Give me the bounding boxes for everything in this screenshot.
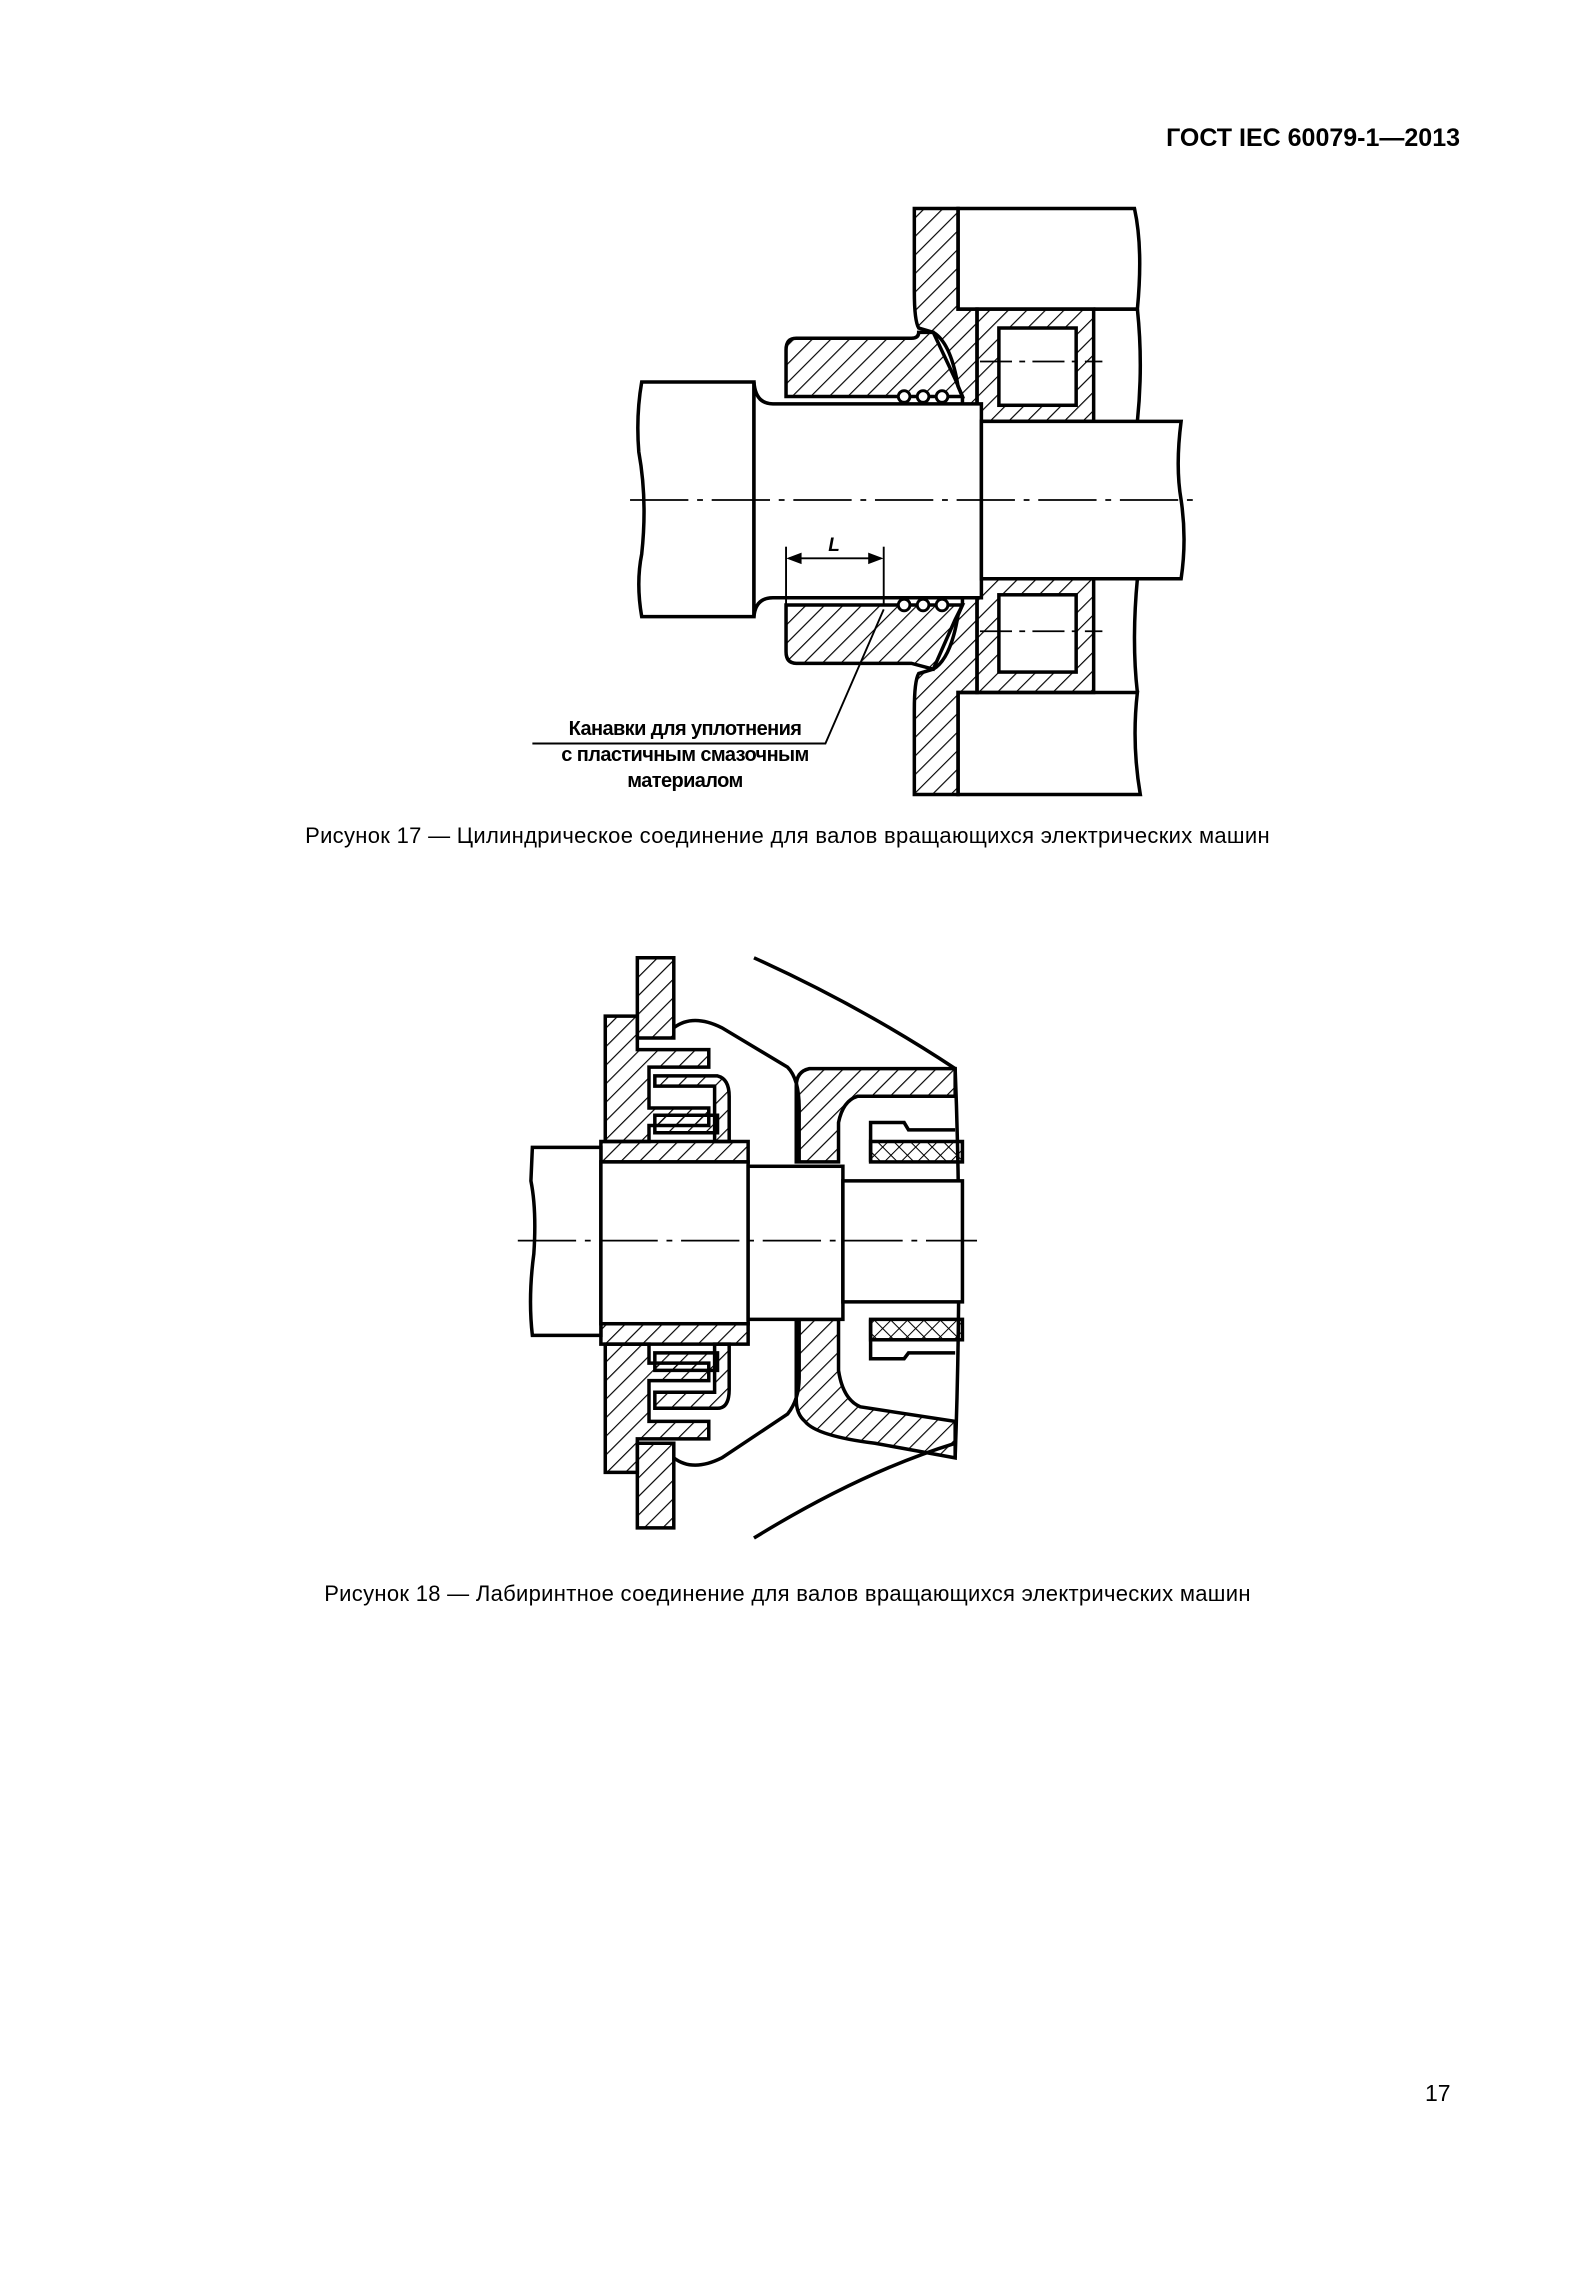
- dimension-L: [785, 546, 885, 606]
- housing-top: [956, 206, 1142, 311]
- labyrinth-inner-upper: [653, 1074, 731, 1144]
- bearing-housing-lower: [794, 1317, 957, 1460]
- callout-leader: [532, 609, 885, 745]
- figure-18-drawing: [517, 956, 978, 1540]
- callout-line-1: Канавки для уплотнения: [568, 718, 802, 740]
- hub-lower: [784, 603, 966, 672]
- sleeve-lower: [599, 1321, 750, 1346]
- callout-line-3: материалом: [627, 770, 743, 792]
- shaft-bushing: [599, 1160, 750, 1326]
- housing-outline-bottom: [753, 1441, 956, 1540]
- seal-lower: [868, 1319, 956, 1361]
- document-header: ГОСТ IEC 60079-1—2013: [1166, 124, 1460, 152]
- bearing-housing-upper: [794, 1066, 957, 1164]
- bearing-lower-roller: [997, 593, 1078, 674]
- page-number: 17: [1425, 2080, 1451, 2106]
- figure-17-caption: Рисунок 17 — Цилиндрическое соединение д…: [305, 823, 1270, 848]
- labyrinth-outer-lower: [603, 1342, 711, 1475]
- figure-18-caption: Рисунок 18 — Лабиринтное соединение для …: [324, 1581, 1251, 1606]
- housing-bottom: [956, 690, 1143, 797]
- callout-line-2: с пластичным смазочным: [561, 744, 809, 766]
- sleeve-upper: [599, 1139, 750, 1164]
- figure-17-drawing: L: [532, 206, 1199, 797]
- dimension-L-label: L: [828, 535, 840, 556]
- hub-upper: [784, 330, 966, 399]
- plate-lower: [635, 1441, 676, 1530]
- bearing-upper-roller: [997, 326, 1078, 408]
- seal-lower-packing: [868, 1317, 965, 1342]
- plate-upper: [635, 956, 676, 1040]
- housing-outline-top: [753, 956, 957, 1071]
- seal-upper-packing: [868, 1139, 965, 1164]
- shaft-middle: [746, 1164, 845, 1322]
- groove-callout-label: Канавки для уплотнения с пластичным смаз…: [520, 716, 850, 794]
- shaft-large: [636, 380, 756, 619]
- seal-upper: [868, 1120, 956, 1162]
